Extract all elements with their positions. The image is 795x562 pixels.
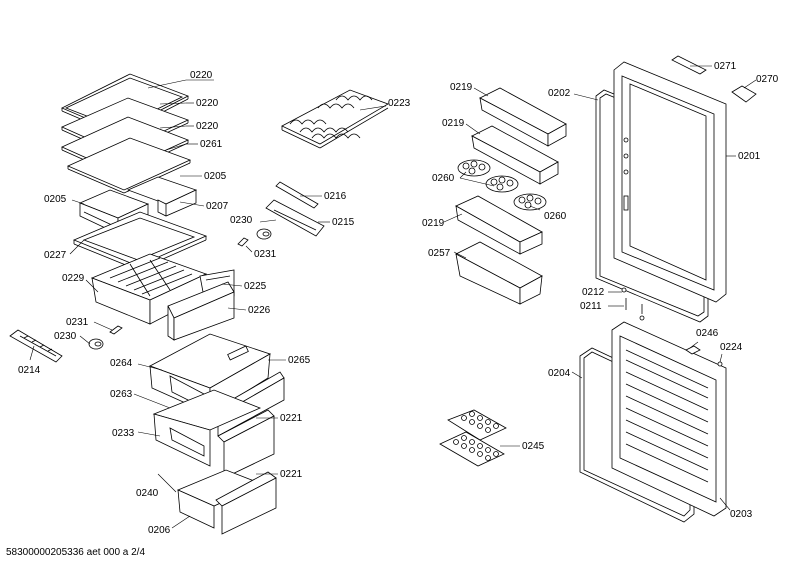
label-0205b: 0205 [204, 171, 227, 182]
label-0246: 0246 [696, 328, 719, 339]
label-0220b: 0220 [196, 98, 219, 109]
cover-0270 [731, 85, 757, 103]
label-0203: 0203 [730, 509, 753, 520]
label-0233: 0233 [112, 428, 135, 439]
upper-door-0201 [613, 61, 727, 303]
label-0214: 0214 [18, 365, 41, 376]
egg-tray-3 [513, 193, 547, 211]
rail-0214 [9, 329, 63, 363]
ice-tray-1 [447, 409, 507, 441]
freezer-front-0221b [215, 471, 277, 535]
label-0220c: 0220 [196, 121, 219, 132]
ice-tray-2 [439, 431, 505, 467]
label-0260a: 0260 [432, 173, 455, 184]
part-labels: 0220 0220 0220 0261 0205 0205 0207 0227 … [18, 61, 779, 536]
label-0265: 0265 [288, 355, 311, 366]
label-0271: 0271 [714, 61, 737, 72]
pin-0231-mid [237, 237, 249, 247]
label-0257: 0257 [428, 248, 451, 259]
label-0205a: 0205 [44, 194, 67, 205]
door-bin-3 [455, 195, 543, 255]
label-0261: 0261 [200, 139, 223, 150]
drawer-front-0226 [167, 281, 235, 341]
label-0202: 0202 [548, 88, 571, 99]
leader-lines [29, 65, 757, 529]
label-0211: 0211 [580, 301, 602, 312]
label-0216: 0216 [324, 191, 347, 202]
label-0221a: 0221 [280, 413, 303, 424]
lower-door-0203 [611, 321, 727, 517]
screw-0212 [621, 287, 627, 293]
label-0229: 0229 [62, 273, 85, 284]
screw-0224 [717, 361, 723, 367]
label-0225: 0225 [244, 281, 267, 292]
label-0223: 0223 [388, 98, 411, 109]
label-0207: 0207 [206, 201, 229, 212]
label-0270: 0270 [756, 74, 779, 85]
label-0219b: 0219 [442, 118, 465, 129]
label-0212: 0212 [582, 287, 605, 298]
label-0245: 0245 [522, 441, 545, 452]
egg-tray-1 [457, 159, 491, 177]
label-0224: 0224 [720, 342, 743, 353]
label-0219c: 0219 [422, 218, 445, 229]
label-0231a: 0231 [66, 317, 89, 328]
roller-0230-left [88, 338, 104, 350]
freezer-drawer-bottom [176, 469, 264, 529]
pin-0231-left [109, 325, 123, 335]
label-0230a: 0230 [54, 331, 77, 342]
label-0219a: 0219 [450, 82, 473, 93]
bar-0216 [275, 181, 319, 209]
shelf-frame-0227 [72, 211, 208, 271]
handle-0215 [265, 199, 325, 237]
roller-0230-mid [256, 228, 272, 240]
door-bin-0257 [455, 241, 543, 305]
label-0226: 0226 [248, 305, 271, 316]
label-0201: 0201 [738, 151, 761, 162]
badge-0271 [671, 55, 707, 75]
bottle-rack-0223 [281, 89, 389, 149]
label-0206: 0206 [148, 525, 171, 536]
label-0263: 0263 [110, 389, 133, 400]
door-gasket-0202 [595, 89, 709, 323]
label-0220a: 0220 [190, 70, 213, 81]
label-0204: 0204 [548, 368, 571, 379]
freezer-drawer-mid [152, 389, 262, 467]
label-0221b: 0221 [280, 469, 303, 480]
label-0231b: 0231 [254, 249, 277, 260]
label-0215: 0215 [332, 217, 355, 228]
label-0264: 0264 [110, 358, 133, 369]
small-drawer-right [126, 176, 198, 217]
label-0240: 0240 [136, 488, 159, 499]
screw-0211 [625, 298, 645, 321]
label-0227: 0227 [44, 250, 67, 261]
door-gasket-0204 [579, 347, 695, 523]
egg-tray-2 [485, 175, 519, 193]
document-id-footer: 58300000205336 aet 000 a 2/4 [6, 547, 146, 558]
label-0260b: 0260 [544, 211, 567, 222]
door-bin-1 [479, 87, 567, 147]
label-0230b: 0230 [230, 215, 253, 226]
door-bin-2 [471, 125, 559, 185]
